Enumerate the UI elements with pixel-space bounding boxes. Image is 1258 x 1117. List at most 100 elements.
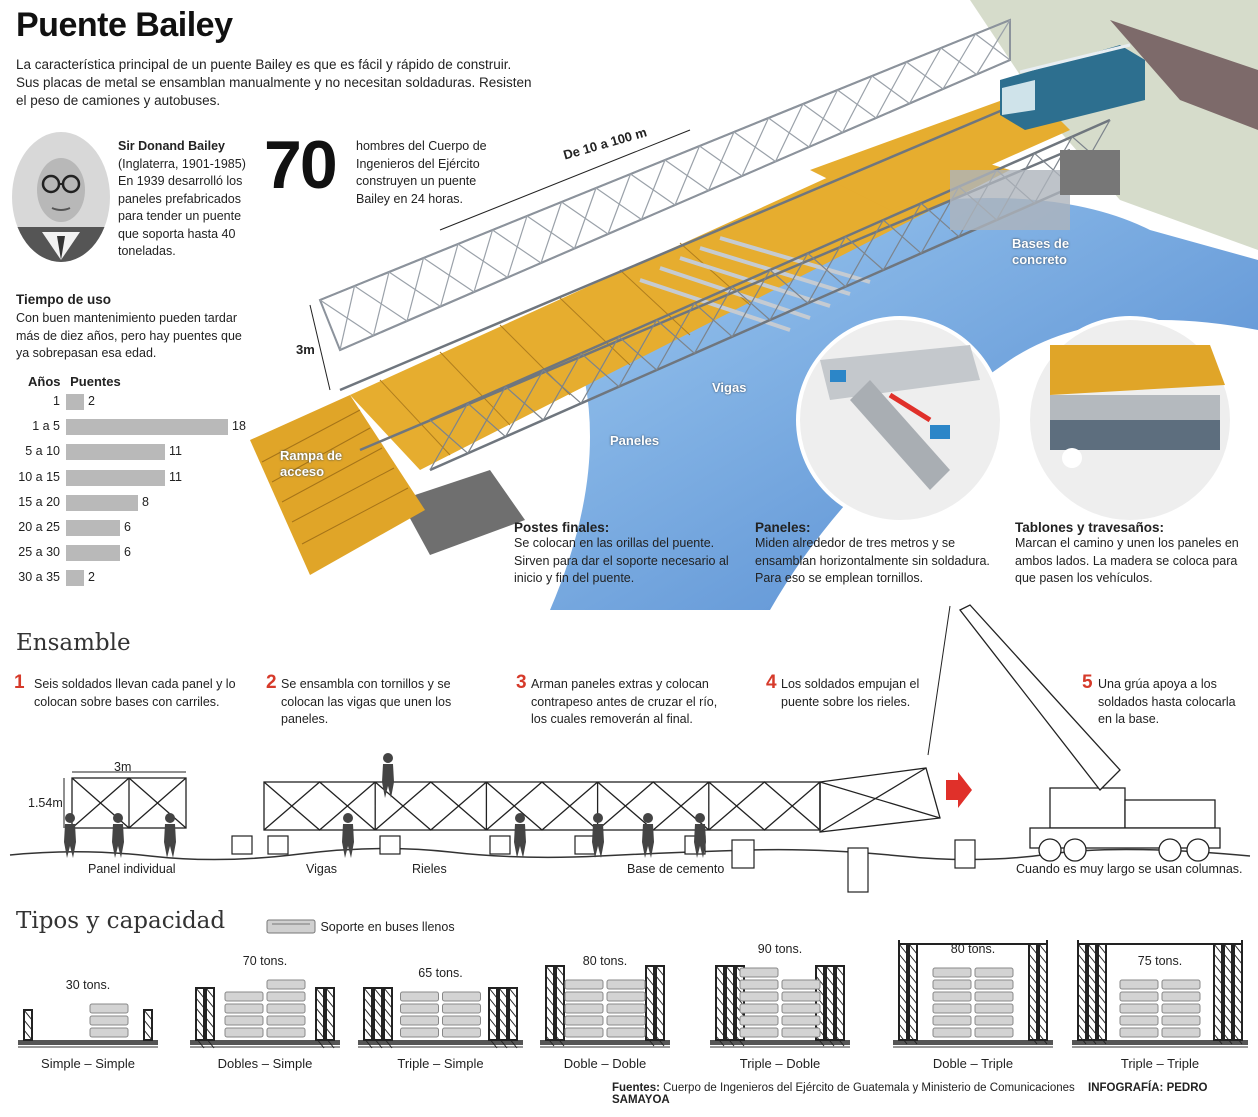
type-capacity: 80 tons.	[950, 942, 996, 956]
callout-title: Postes finales:	[514, 520, 610, 535]
bar-category-label: 1	[53, 394, 60, 408]
plank-detail	[1050, 345, 1225, 468]
bar-category-label: 1 a 5	[32, 419, 60, 434]
callout-paneles: Paneles: Miden alrededor de tres metros …	[755, 520, 991, 588]
bailey-portrait	[12, 132, 110, 262]
bar	[66, 520, 120, 536]
type-capacity: 65 tons.	[418, 966, 463, 980]
legend-text: Soporte en buses llenos	[320, 920, 455, 935]
footer-sources: Cuerpo de Ingenieros del Ejército de Gua…	[663, 1082, 1075, 1094]
chart-header: Años Puentes	[28, 374, 121, 389]
soldier-body	[342, 824, 354, 858]
step-3: 3 Arman paneles extras y colocan contrap…	[516, 672, 746, 726]
soldier-head	[343, 813, 353, 823]
type-name: Triple – Doble	[739, 1056, 821, 1071]
callout-text: Miden alrededor de tres metros y se ensa…	[755, 536, 990, 585]
step-text: Una grúa apoya a los soldados hasta colo…	[1098, 677, 1236, 726]
label-base: Base de cemento	[627, 862, 725, 876]
soldier-head	[65, 813, 75, 823]
intro-text: La característica principal de un puente…	[16, 57, 532, 108]
bridge-type: 80 tons. Doble – Doble	[540, 940, 670, 1080]
soldier-head	[113, 813, 123, 823]
dim-height: 1.54m	[28, 796, 63, 810]
bar	[66, 570, 84, 587]
bar-value-label: 6	[124, 520, 131, 534]
label-columns: Cuando es muy largo se usan columnas.	[1016, 862, 1243, 876]
bus-icon	[266, 919, 316, 934]
type-name: Triple – Triple	[1120, 1056, 1200, 1071]
step-text: Los soldados empujan el puente sobre los…	[781, 677, 920, 709]
height-label: 3m	[296, 342, 315, 357]
label-rails: Rieles	[412, 862, 447, 876]
label-panel: Panel individual	[88, 862, 176, 876]
bar-value-label: 2	[88, 394, 95, 408]
assembly-heading: Ensamble	[16, 630, 131, 656]
footer: Fuentes: Cuerpo de Ingenieros del Ejérci…	[612, 1082, 1258, 1106]
bar-value-label: 6	[124, 545, 131, 560]
callout-text: Marcan el camino y unen los paneles en a…	[1015, 536, 1239, 585]
bar	[66, 469, 165, 486]
soldier-body	[642, 824, 654, 858]
chart-col-bridges: Puentes	[70, 374, 121, 389]
callout-title: Paneles:	[755, 520, 811, 535]
types-heading: Tipos y capacidad	[16, 908, 226, 934]
dim-width: 3m	[114, 760, 132, 774]
stat-number: 70	[264, 127, 338, 203]
type-capacity: 80 tons.	[582, 954, 628, 968]
step-number: 4	[766, 672, 777, 693]
soldier-head	[643, 813, 653, 823]
bridge-type: 70 tons.Dobles – Simple	[190, 940, 340, 1080]
type-capacity: 90 tons.	[757, 942, 803, 956]
bridge-type: 65 tons.Triple – Simple	[358, 940, 523, 1080]
usage-text: Con buen mantenimiento pueden tardar más…	[16, 311, 242, 360]
type-capacity: 30 tons.	[65, 978, 111, 992]
panel-pin-detail	[820, 345, 980, 490]
bar-value-label: 11	[169, 469, 182, 484]
crane-truck	[927, 604, 1221, 862]
soldier-body	[64, 824, 76, 858]
page-title: Puente Bailey	[16, 6, 233, 44]
ramp-label: Rampa de acceso	[280, 448, 343, 479]
step-text: Seis soldados llevan cada panel y lo col…	[34, 677, 236, 709]
bar	[66, 545, 120, 562]
bar-category-label: 5 a 10	[25, 444, 60, 459]
bar-value-label: 8	[142, 494, 149, 509]
callout-title: Tablones y travesaños:	[1015, 520, 1165, 535]
chart-col-years: Años	[28, 374, 61, 389]
step-number: 5	[1082, 672, 1093, 693]
bridge-type: 30 tons.Simple – Simple	[18, 940, 158, 1080]
bio-text: (Inglaterra, 1901-1985) En 1939 desarrol…	[118, 156, 246, 259]
label-beams: Vigas	[306, 862, 338, 876]
bar-category-label: 10 a 15	[18, 469, 60, 484]
step-number: 3	[516, 672, 527, 693]
bases-label: Bases de concreto	[1012, 236, 1070, 267]
footer-credit: INFOGRAFÍA: PEDRO SAMAYOA	[612, 1082, 1208, 1106]
single-panel	[71, 777, 187, 829]
bar-value-label: 2	[88, 570, 95, 585]
types-legend: Soporte en buses llenos	[266, 918, 455, 937]
panels-label: Paneles	[610, 433, 660, 448]
bar	[66, 394, 84, 410]
bar-value-label: 11	[169, 444, 182, 459]
step-text: Arman paneles extras y colocan contrapes…	[531, 677, 718, 726]
bridge-type: 90 tons. Triple – Doble	[710, 940, 850, 1080]
soldier-body	[112, 824, 124, 858]
bar-category-label: 15 a 20	[18, 494, 60, 509]
type-name: Doble – Doble	[563, 1056, 647, 1071]
step-number: 2	[266, 672, 277, 693]
bar-category-label: 25 a 30	[18, 545, 60, 560]
step-4: 4 Los soldados empujan el puente sobre l…	[766, 672, 996, 709]
stat-text: hombres del Cuerpo de Ingenieros del Ejé…	[356, 139, 487, 206]
soldier-body	[164, 824, 176, 858]
soldier-body	[514, 824, 526, 858]
soldier-head	[515, 813, 525, 823]
bio-name: Sir Donand Bailey	[118, 139, 225, 153]
soldier-head	[165, 813, 175, 823]
step-5: 5 Una grúa apoya a los soldados hasta co…	[1082, 672, 1258, 726]
bridge-type: 80 tons.Doble – Triple	[893, 940, 1053, 1080]
type-name: Dobles – Simple	[217, 1056, 313, 1071]
type-capacity: 75 tons.	[1137, 954, 1183, 968]
bar	[66, 419, 228, 436]
